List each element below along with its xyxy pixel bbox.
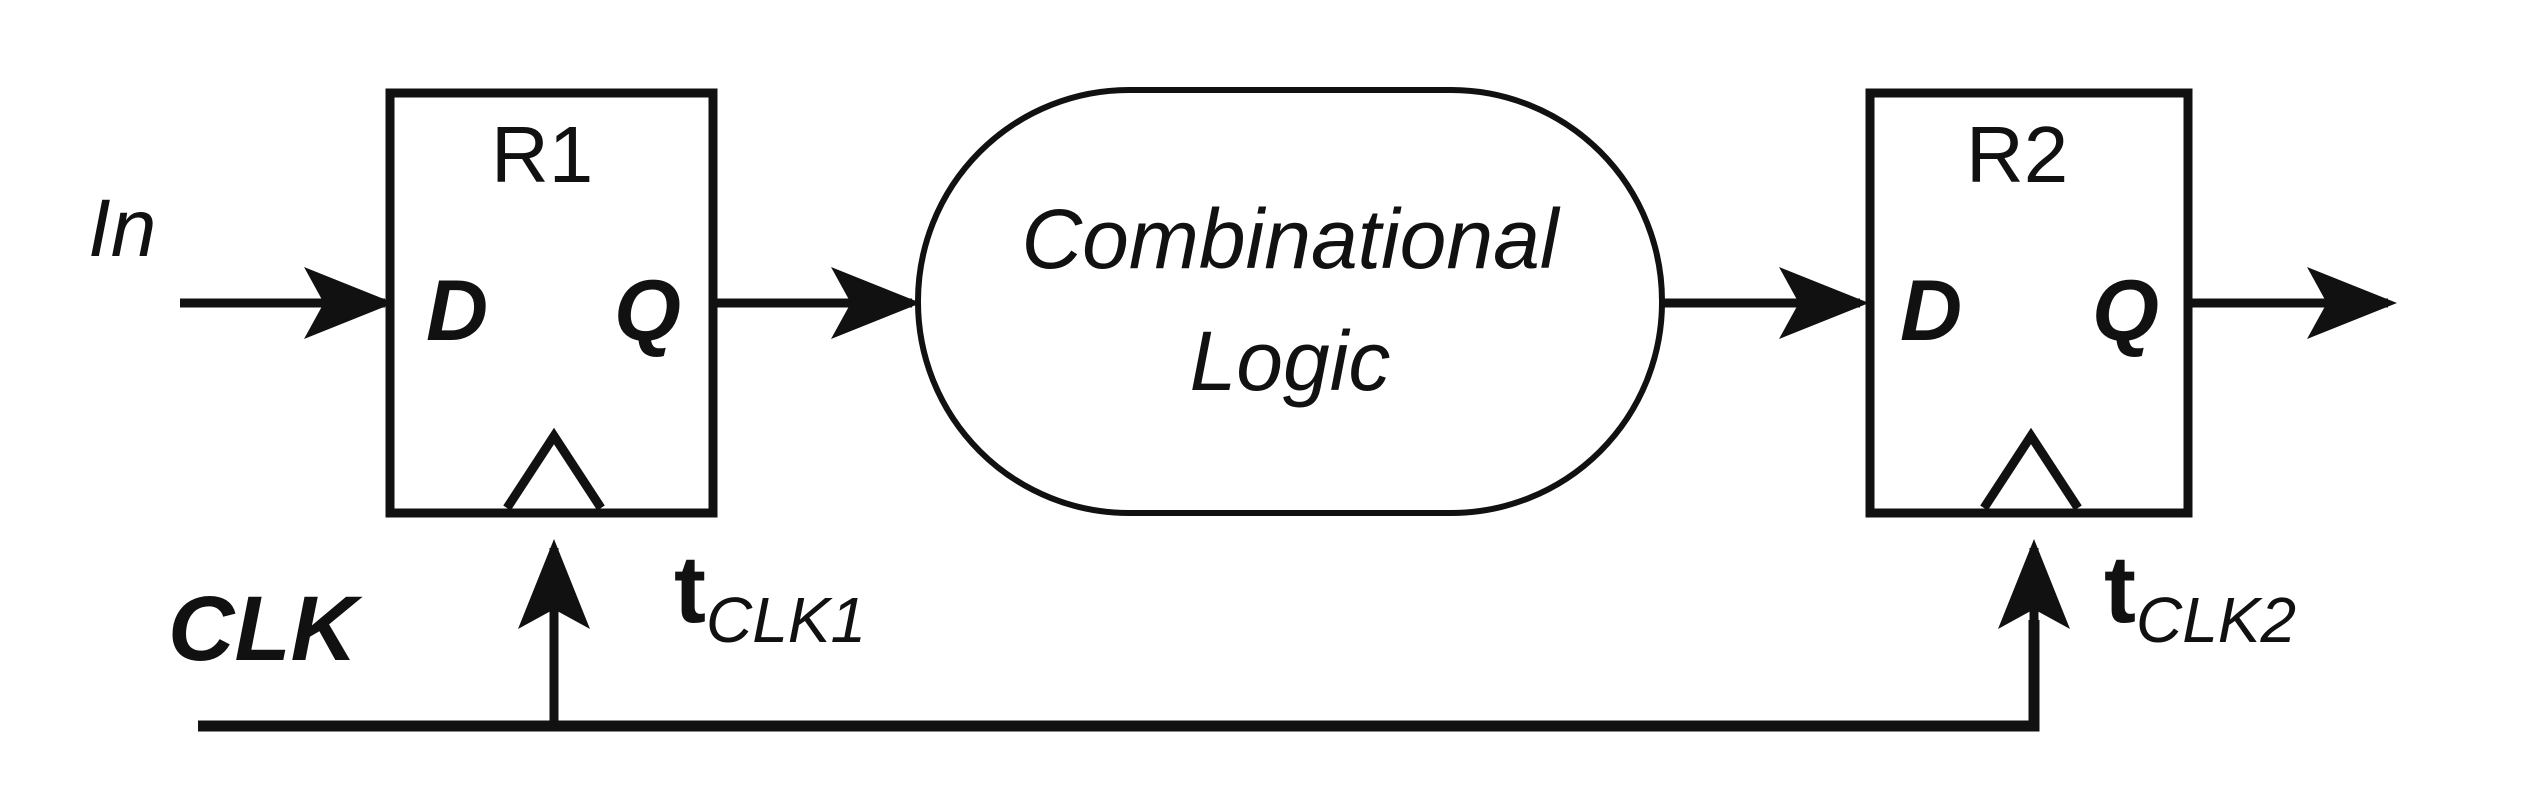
clock-bus-wire xyxy=(198,620,2040,732)
input-label: In xyxy=(88,183,156,274)
register-r1-clock-triangle xyxy=(503,427,605,511)
register-r1: R1 D Q xyxy=(385,88,718,518)
clock-network xyxy=(198,539,2070,732)
r2-clock-time-main: t xyxy=(2104,536,2136,643)
r1-clock-time-label: tCLK1 xyxy=(674,536,866,656)
register-r2-d-port: D xyxy=(1900,263,1962,359)
register-r1-d-port: D xyxy=(426,263,488,359)
r1-clock-time-sub: CLK1 xyxy=(706,584,866,656)
register-r2: R2 D Q xyxy=(1865,88,2193,518)
register-r1-q-port: Q xyxy=(614,263,681,359)
register-r1-name: R1 xyxy=(491,110,593,199)
r1-clock-time-main: t xyxy=(674,536,706,643)
combinational-logic-block: Combinational Logic xyxy=(915,87,1665,516)
r2-clock-time-sub: CLK2 xyxy=(2136,584,2296,656)
combinational-logic-line1: Combinational xyxy=(1022,192,1561,286)
register-r2-name: R2 xyxy=(1966,110,2068,199)
combinational-logic-shape xyxy=(915,87,1665,516)
register-r2-clock-triangle xyxy=(1980,427,2082,511)
r2-clock-time-label: tCLK2 xyxy=(2104,536,2296,656)
register-r2-q-port: Q xyxy=(2092,263,2159,359)
combinational-logic-line2: Logic xyxy=(1190,314,1391,408)
register-r2-box xyxy=(1865,88,2193,518)
register-r1-box xyxy=(385,88,718,518)
clock-label: CLK xyxy=(168,578,364,680)
